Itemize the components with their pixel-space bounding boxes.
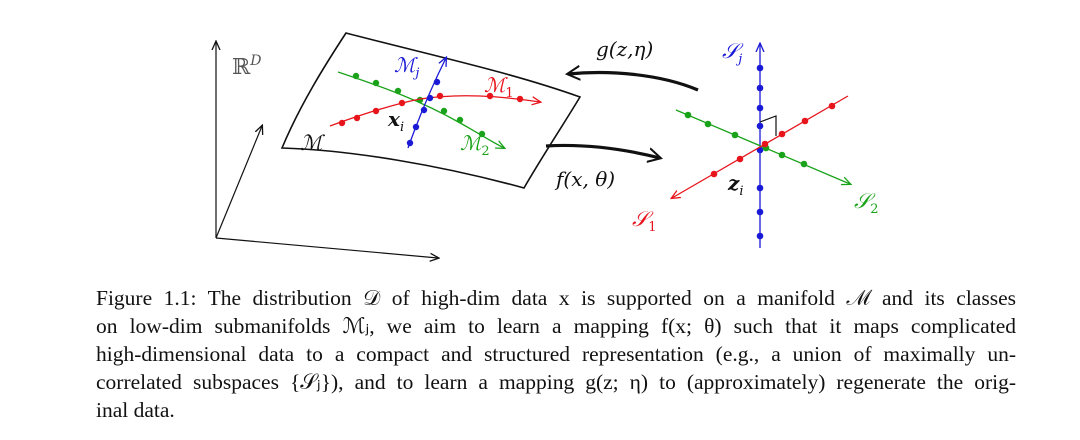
feature-z-label: zi: [727, 171, 744, 199]
space-label: ℝD: [232, 53, 262, 80]
submanifold-j-curve: [407, 58, 446, 149]
figure-diagram: ℝD ℳ ℳj ℳ1 ℳ2 xi g(z,η) f(x, θ): [0, 32, 879, 275]
figure-caption: Figure 1.1: The distribution 𝒟 of high-d…: [96, 284, 1016, 424]
manifold-surface: [280, 32, 582, 189]
axis-diagonal: [215, 126, 262, 239]
data-point-x-label: xi: [387, 107, 404, 135]
subspace-1-points: [710, 102, 836, 178]
subspace-1-label: 𝒮1: [632, 207, 657, 235]
manifold-label: ℳ: [300, 131, 326, 155]
submanifold-j-label: ℳj: [394, 53, 419, 81]
f-mapping-arrow: [545, 143, 660, 159]
submanifold-1-curve: [329, 95, 540, 127]
caption-line-5: inal data.: [96, 398, 175, 422]
g-mapping-arrow: [568, 73, 699, 92]
submanifold-1-label: ℳ1: [484, 73, 514, 101]
f-mapping-label: f(x, θ): [554, 167, 615, 191]
submanifold-2-points: [352, 72, 486, 138]
caption-line-1: Figure 1.1: The distribution 𝒟 of high-d…: [96, 286, 1016, 310]
submanifold-j-points: [406, 78, 441, 147]
caption-line-4: correlated subspaces {𝒮ⱼ}), and to learn…: [96, 370, 1016, 394]
submanifold-2-label: ℳ2: [460, 131, 490, 159]
orthogonality-marker: [759, 115, 777, 136]
ambient-axes: [216, 42, 438, 258]
subspace-1-axis: [672, 95, 849, 198]
subspace-j-label: 𝒮j: [722, 39, 744, 67]
submanifold-2-curve: [337, 71, 504, 148]
subspace-j-points: [756, 64, 764, 240]
g-mapping-label: g(z,η): [596, 37, 653, 61]
axis-horizontal: [215, 237, 438, 258]
submanifold-1-points: [338, 92, 524, 127]
caption-line-2: on low-dim submanifolds ℳⱼ, we aim to le…: [96, 314, 1016, 338]
subspace-2-label: 𝒮2: [854, 189, 879, 217]
caption-line-3: high-dimensional data to a compact and s…: [96, 342, 1016, 366]
